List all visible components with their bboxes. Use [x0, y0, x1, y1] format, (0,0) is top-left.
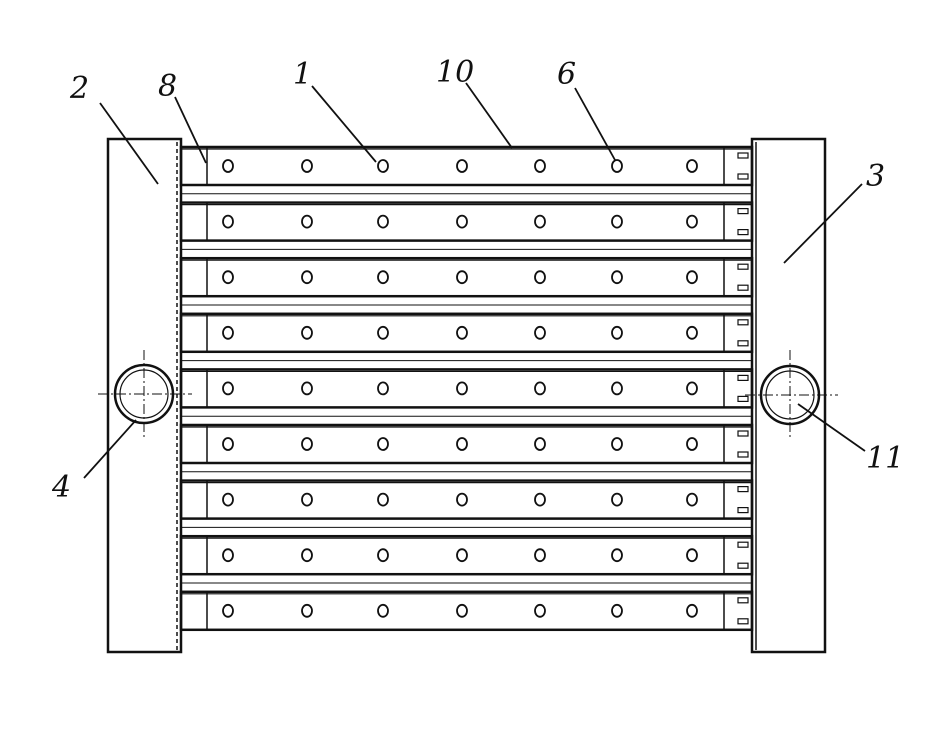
hole-mark [686, 214, 698, 229]
leader-6 [574, 87, 616, 161]
hole-mark [377, 214, 389, 229]
tube-plate [179, 534, 754, 576]
hole-mark [611, 381, 623, 396]
hole-mark [222, 214, 234, 229]
hole-mark [377, 270, 389, 285]
hole-mark [686, 548, 698, 563]
tube-array [179, 145, 754, 632]
hole-mark [611, 437, 623, 451]
tube-plate [179, 256, 754, 298]
hole-mark [534, 270, 546, 285]
hole-mark [222, 325, 234, 340]
label-3: 3 [866, 159, 885, 194]
label-6: 6 [557, 57, 576, 92]
hole-mark [534, 492, 546, 507]
label-1: 1 [293, 57, 312, 92]
leader-4 [83, 419, 137, 479]
hole-mark [377, 381, 389, 396]
label-4: 4 [51, 470, 71, 505]
hole-mark [456, 603, 468, 618]
tube-plate [179, 368, 754, 409]
hole-mark [456, 159, 468, 173]
hole-mark [534, 548, 546, 563]
hole-mark [456, 548, 468, 563]
hole-mark [534, 159, 546, 173]
hole-mark [377, 325, 389, 340]
hole-mark [686, 159, 698, 173]
hole-mark [301, 159, 313, 173]
leader-11 [797, 403, 866, 452]
leader-3 [783, 183, 863, 264]
hole-mark [686, 270, 698, 285]
leader-2 [99, 102, 159, 185]
label-10: 10 [436, 55, 474, 90]
hole-mark [611, 270, 623, 285]
hole-mark [534, 437, 546, 451]
hole-mark [377, 603, 389, 618]
hole-mark [301, 603, 313, 618]
hole-mark [301, 437, 313, 451]
hole-mark [301, 381, 313, 396]
hole-mark [222, 492, 234, 507]
hole-mark [686, 381, 698, 396]
hole-mark [222, 548, 234, 563]
label-8: 8 [158, 69, 177, 104]
hole-mark [301, 548, 313, 563]
hole-mark [456, 214, 468, 229]
hole-mark [686, 325, 698, 340]
hole-mark [534, 603, 546, 618]
hole-mark [686, 603, 698, 618]
label-2: 2 [69, 71, 89, 106]
hole-mark [456, 381, 468, 396]
tube-plate [179, 201, 754, 242]
hole-mark [534, 325, 546, 340]
label-11: 11 [866, 441, 904, 476]
hole-mark [611, 603, 623, 618]
leader-1 [311, 85, 377, 163]
leader-lines [83, 82, 866, 479]
hole-mark [534, 381, 546, 396]
hole-mark [456, 492, 468, 507]
hole-mark [686, 437, 698, 451]
hole-mark [611, 548, 623, 563]
hole-mark [222, 437, 234, 451]
hole-mark [611, 492, 623, 507]
hole-mark [222, 270, 234, 285]
hole-mark [377, 548, 389, 563]
hole-mark [301, 214, 313, 229]
hole-mark [377, 159, 389, 173]
hole-mark [301, 325, 313, 340]
hole-mark [456, 270, 468, 285]
hole-mark [301, 270, 313, 285]
hole-mark [534, 214, 546, 229]
hole-mark [611, 214, 623, 229]
hole-mark [456, 325, 468, 340]
tube-plate [179, 145, 754, 187]
tube-plate [179, 590, 754, 632]
tube-plate [179, 479, 754, 520]
tube-plate [179, 423, 754, 465]
inlet-pipe [98, 350, 192, 440]
hole-mark [456, 437, 468, 451]
hole-mark [611, 325, 623, 340]
hole-mark [686, 492, 698, 507]
leader-8 [174, 96, 207, 164]
hole-mark [377, 492, 389, 507]
hole-mark [222, 381, 234, 396]
tube-plate [179, 312, 754, 354]
hole-mark [301, 492, 313, 507]
hole-mark [377, 437, 389, 451]
leader-10 [465, 82, 513, 149]
hole-mark [222, 159, 234, 173]
hole-mark [611, 159, 623, 173]
hole-mark [222, 603, 234, 618]
